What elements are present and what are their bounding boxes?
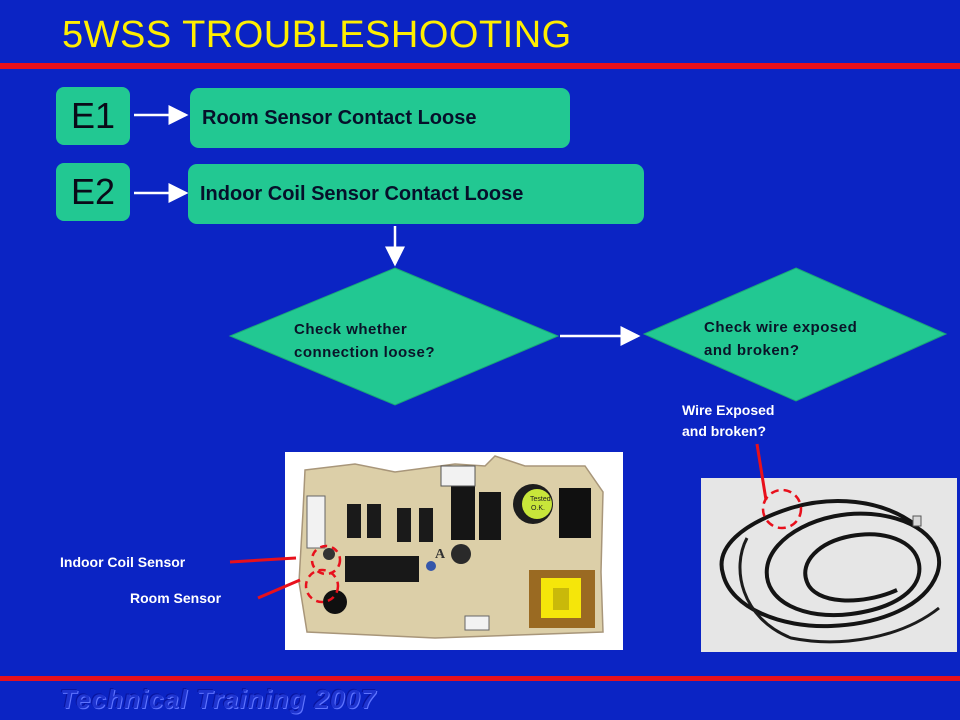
wire-check-diamond (642, 267, 948, 402)
page-title: 5WSS TROUBLESHOOTING (62, 14, 572, 56)
connection-check-diamond (228, 267, 560, 406)
title-divider (0, 63, 960, 69)
connection-check-text: Check whether connection loose? (294, 318, 435, 364)
room-sensor-circle (304, 568, 340, 604)
indoor-coil-sensor-pointer (229, 556, 297, 564)
svg-text:O.K.: O.K. (531, 505, 545, 512)
wire-exposed-circle (761, 488, 803, 530)
cause-room-sensor: Room Sensor Contact Loose (190, 88, 570, 148)
room-sensor-pointer (257, 578, 301, 600)
error-code-e1: E1 (56, 87, 130, 145)
label-wire-exposed-line-2: and broken? (682, 423, 767, 439)
connection-check-line-2: connection loose? (294, 344, 436, 361)
connection-check-line-1: Check whether (294, 321, 408, 338)
wire-check-line-2: and broken? (704, 342, 800, 359)
wire-check-line-1: Check wire exposed (704, 319, 858, 336)
wire-check-text: Check wire exposed and broken? (704, 316, 857, 362)
label-wire-exposed-line-1: Wire Exposed (682, 402, 775, 418)
label-room-sensor: Room Sensor (130, 590, 222, 606)
error-code-e2: E2 (56, 163, 130, 221)
footer-divider (0, 676, 960, 681)
pcb-photo: Tested O.K. A (285, 452, 623, 650)
footer-text: Technical Training 2007 (60, 684, 377, 714)
svg-text:A: A (435, 547, 446, 562)
label-wire-exposed: Wire Exposed and broken? (682, 400, 774, 442)
cause-indoor-coil-sensor: Indoor Coil Sensor Contact Loose (188, 164, 644, 224)
svg-text:Tested: Tested (530, 496, 551, 503)
wire-exposed-pointer (755, 443, 768, 501)
indoor-coil-sensor-circle (310, 544, 342, 576)
wire-photo (701, 478, 957, 652)
label-indoor-coil-sensor: Indoor Coil Sensor (60, 554, 186, 570)
